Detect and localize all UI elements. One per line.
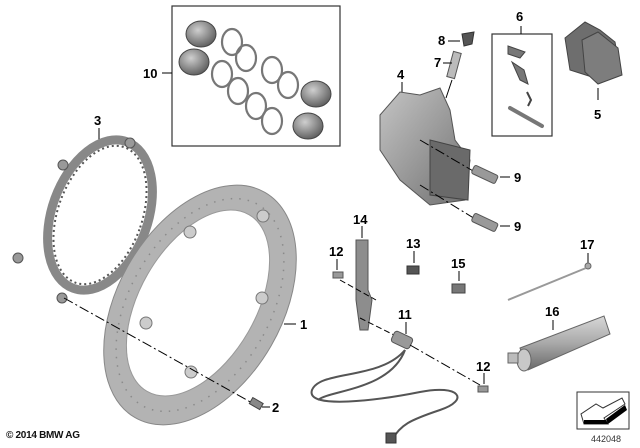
- sensor-bracket-shape: [339, 226, 397, 337]
- callout-10: 10: [143, 66, 158, 81]
- callout-4: 4: [397, 67, 405, 82]
- piston-kit-frame: [171, 5, 341, 147]
- callout-14: 14: [353, 212, 368, 227]
- callout-3: 3: [94, 113, 102, 128]
- abs-ring-shape: [12, 128, 157, 304]
- callout-7: 7: [434, 55, 442, 70]
- callout-9-upper: 9: [514, 170, 522, 185]
- brake-pads-shape: [564, 21, 623, 100]
- callout-17: 17: [580, 237, 595, 252]
- abs-sensor-shape: [310, 322, 481, 444]
- copyright-notice: © 2014 BMW AG: [6, 430, 80, 441]
- callout-16: 16: [545, 304, 560, 319]
- callout-15: 15: [451, 256, 466, 271]
- callout-8: 8: [438, 33, 446, 48]
- callout-13: 13: [406, 236, 421, 251]
- grease-tube-shape: [507, 315, 611, 372]
- diagram-id: 442048: [591, 434, 622, 444]
- clips-shape: [406, 251, 466, 294]
- callout-9-lower: 9: [514, 219, 522, 234]
- direction-arrow-icon: [576, 391, 630, 430]
- bleed-valve-shape: [443, 31, 475, 99]
- callout-6: 6: [516, 9, 524, 24]
- callout-11: 11: [398, 307, 412, 322]
- callout-12-lower: 12: [476, 359, 491, 374]
- pad-retainer-kit-group: [491, 26, 553, 137]
- piston-seal-kit-group: [162, 5, 341, 147]
- brake-disc-shape: [63, 184, 297, 426]
- screws-shape: [332, 259, 489, 393]
- callout-2: 2: [272, 400, 280, 415]
- callout-1: 1: [300, 317, 308, 332]
- cable-tie-shape: [507, 253, 592, 301]
- caliper-shape: [379, 82, 510, 232]
- callout-5: 5: [594, 107, 602, 122]
- callout-12-upper: 12: [329, 244, 344, 259]
